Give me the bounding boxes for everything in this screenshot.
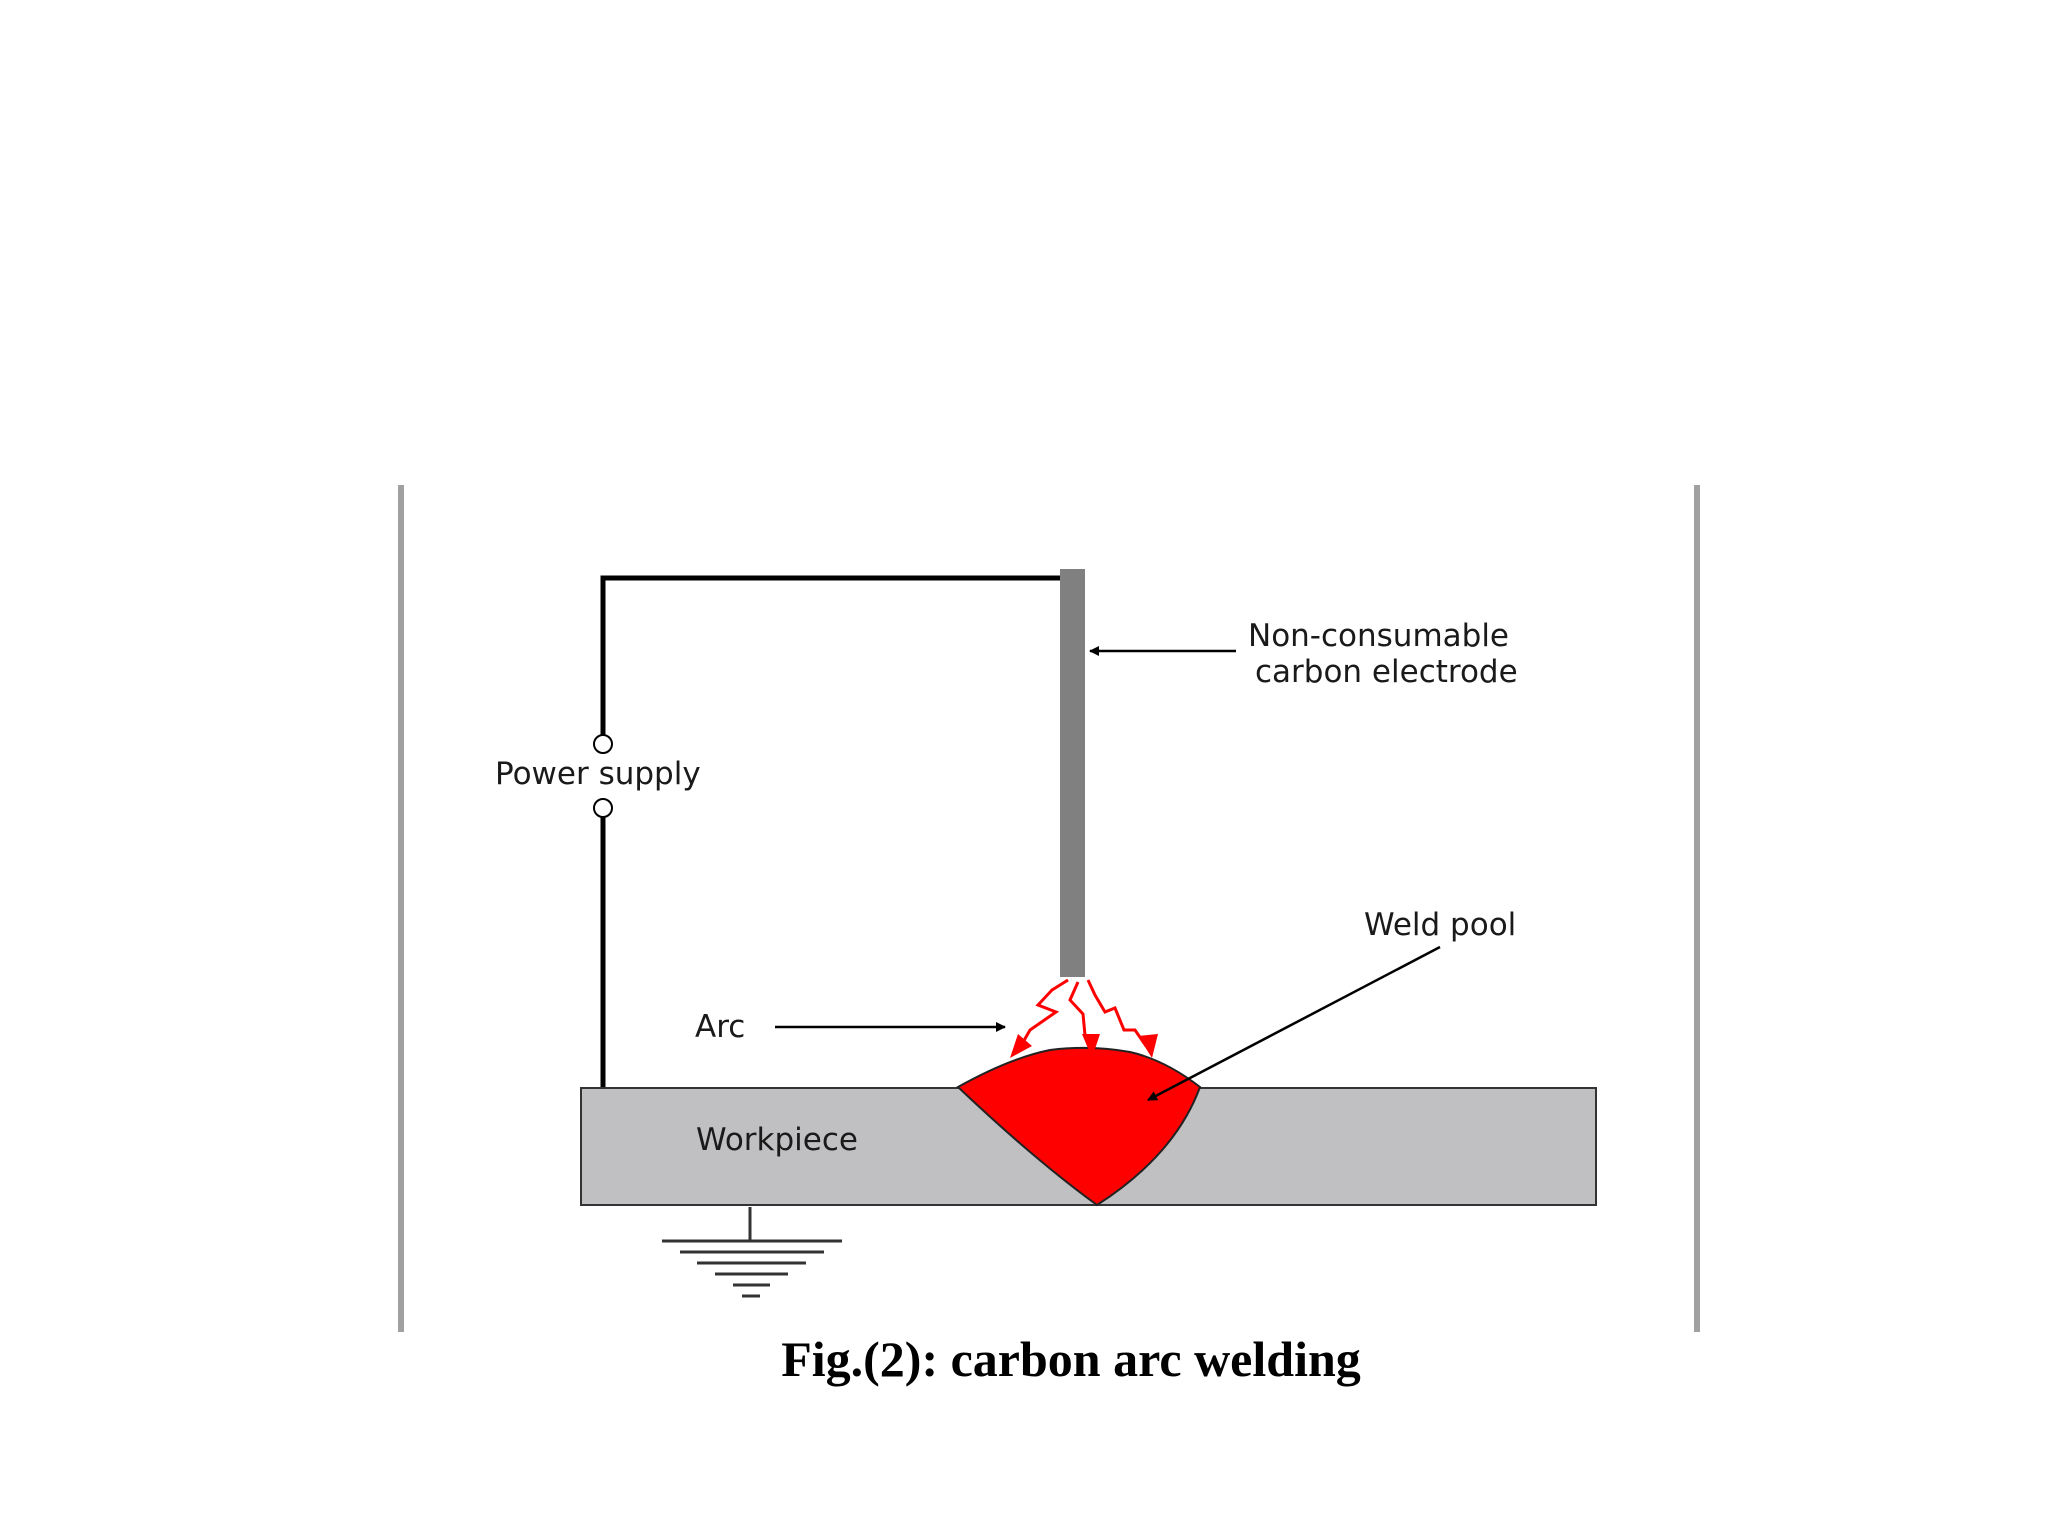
ground-icon [662,1207,842,1298]
workpiece-label: Workpiece [696,1122,858,1158]
electrode-label-line1: Non-consumable [1248,618,1509,654]
weld-pool-label: Weld pool [1364,907,1516,943]
power-supply-terminal-top [593,734,613,754]
power-supply-wire-top [600,575,1068,739]
electrode-label-line2: carbon electrode [1255,654,1518,690]
arc-arrowheads [1010,1034,1158,1058]
arc-label: Arc [695,1009,745,1045]
weld-pool [956,1046,1202,1207]
power-supply-label: Power supply [495,756,701,792]
figure-caption: Fig.(2): carbon arc welding [781,1331,1361,1387]
weld-pool-leader-arrow [1147,945,1441,1102]
power-supply-terminal-bottom [593,798,613,818]
carbon-electrode [1060,569,1085,977]
